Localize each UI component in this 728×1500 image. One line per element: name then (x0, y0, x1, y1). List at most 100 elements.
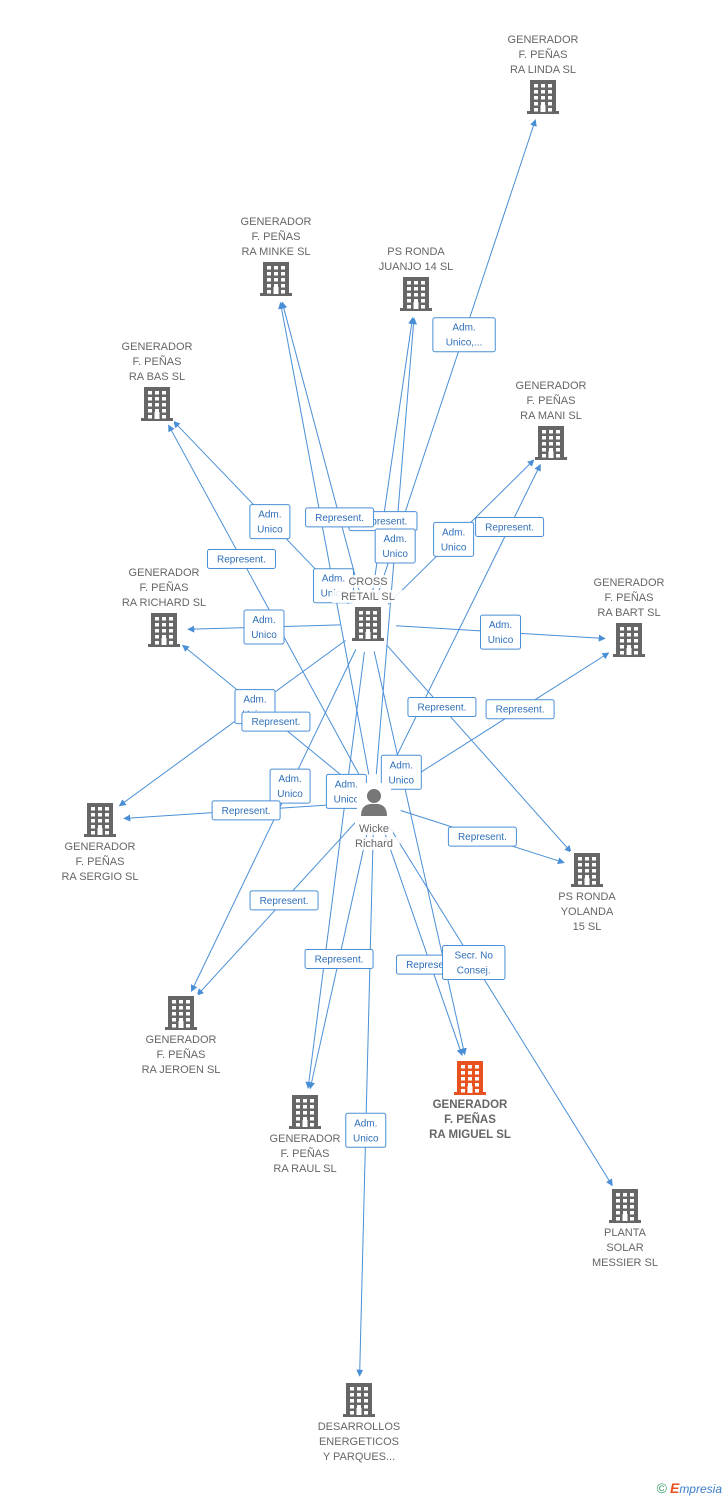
node-label-bg (510, 33, 576, 46)
edge-cross-to-sergio (118, 640, 346, 807)
edge-label-cross-to-bart[interactable]: Adm.Unico (479, 614, 521, 650)
node-label-bg (243, 215, 309, 228)
edge-label-box (211, 800, 281, 821)
edge-label-wicke-to-raul[interactable]: Represent. (304, 948, 374, 969)
node-label-bg (386, 245, 446, 258)
building-icon (527, 80, 559, 114)
edge-label-box (442, 945, 506, 981)
building-icon (343, 1383, 375, 1417)
node-label-text: Wicke (359, 823, 389, 835)
node-label-text: RA MANI SL (520, 410, 582, 422)
edge-label-wicke-to-jeroen[interactable]: Represent. (249, 890, 319, 911)
node-mani[interactable]: GENERADOR F. PEÑAS RA MANI SL (515, 379, 587, 462)
node-label-bg (373, 260, 459, 273)
edge-label-text: Represent. (406, 960, 455, 971)
edge-label-box (479, 614, 521, 650)
edge-label-cross-to-yolanda[interactable]: Represent. (407, 697, 477, 718)
edge-label-wicke-to-bas[interactable]: Represent. (206, 548, 276, 569)
footer-brand[interactable]: ©Empresia (657, 1480, 722, 1496)
edge-label-box (475, 516, 545, 537)
edge-label-box (249, 504, 291, 540)
edge-label-text: Consej. (457, 966, 491, 977)
node-label-bg (437, 1098, 503, 1111)
node-label-bg (521, 394, 581, 407)
edge-label-box (432, 317, 496, 353)
node-label-text: PS RONDA (387, 246, 445, 258)
edge-label-text: Unico,... (446, 338, 483, 349)
edge-label-cross-to-richard_sl[interactable]: Adm.Unico (243, 609, 285, 645)
edge-label-cross-to-bas[interactable]: Adm.Unico (249, 504, 291, 540)
edge-label-cross-to-mani[interactable]: Adm.Unico (433, 521, 475, 557)
edge-label-text: Unico (353, 1133, 379, 1144)
edge-label-wicke-to-sergio[interactable]: Represent. (211, 800, 281, 821)
edge-wicke-to-messier (388, 825, 613, 1187)
edge-label-wicke-to-richard_sl[interactable]: Represent. (241, 711, 311, 732)
node-label-text: CROSS (348, 576, 387, 588)
edge-label-cross-to-minke[interactable]: Represent. (305, 507, 375, 528)
edge-label-text: Unico (382, 549, 408, 560)
node-label-text: F. PEÑAS (527, 394, 576, 407)
node-label-text: F. PEÑAS (157, 1048, 206, 1061)
node-label-text: GENERADOR (146, 1034, 217, 1046)
edge-label-box (269, 768, 311, 804)
edge-label-wicke-to-mani[interactable]: Represent. (475, 516, 545, 537)
copyright-symbol: © (656, 1480, 667, 1496)
edge-label-text: Adm. (322, 574, 345, 585)
building-icon (609, 1189, 641, 1223)
edge-label-wicke-to-juanjo[interactable]: Adm.Unico (374, 528, 416, 564)
node-label-text: DESARROLLOS (318, 1421, 401, 1433)
edge-label-wicke-to-desarrollos[interactable]: Adm.Unico (345, 1112, 387, 1148)
building-icon (400, 277, 432, 311)
node-jeroen[interactable]: GENERADOR F. PEÑAS RA JEROEN SL (138, 994, 224, 1076)
node-label-text: GENERADOR (516, 380, 587, 392)
node-label-text: MESSIER SL (592, 1257, 658, 1269)
node-label-text: RA JEROEN SL (142, 1064, 221, 1076)
edge-label-cross-to-linda[interactable]: Adm.Unico,... (432, 317, 496, 353)
node-label-bg (148, 1033, 214, 1046)
node-label-bg (269, 1162, 341, 1175)
edge-label-box (305, 507, 375, 528)
node-label-bg (427, 1128, 513, 1141)
node-label-text: Y PARQUES... (323, 1451, 395, 1463)
edge-label-text: Represent. (496, 705, 545, 716)
node-label-text: RA BART SL (597, 607, 660, 619)
node-label-bg (127, 355, 187, 368)
edges-layer (118, 119, 613, 1377)
edge-label-text: Adm. (390, 760, 413, 771)
brand-logo-letter: E (669, 1480, 680, 1496)
edge-label-cross-to-raul[interactable]: Adm.Unico (325, 773, 367, 809)
edge-label-text: Represent. (485, 522, 534, 533)
node-label-text: GENERADOR (594, 577, 665, 589)
edge-label-box (345, 1112, 387, 1148)
edge-label-text: Represent. (260, 896, 309, 907)
edge-label-text: Represent. (359, 517, 408, 528)
edge-label-text: Represent. (315, 513, 364, 524)
node-label-text: RA RICHARD SL (122, 597, 206, 609)
edge-label-wicke-to-yolanda[interactable]: Represent. (447, 826, 517, 847)
edge-label-cross-to-miguel[interactable]: Adm.Unico (380, 754, 422, 790)
node-label-bg (561, 905, 613, 918)
edge-label-text: Unico (251, 630, 277, 641)
edge-label-box (206, 548, 276, 569)
edge-label-box (241, 711, 311, 732)
edge-label-cross-to-jeroen[interactable]: Adm.Unico (269, 768, 311, 804)
node-label-bg (349, 575, 387, 588)
edge-label-text: Adm. (243, 695, 266, 706)
edge-label-wicke-to-bart[interactable]: Represent. (485, 699, 555, 720)
